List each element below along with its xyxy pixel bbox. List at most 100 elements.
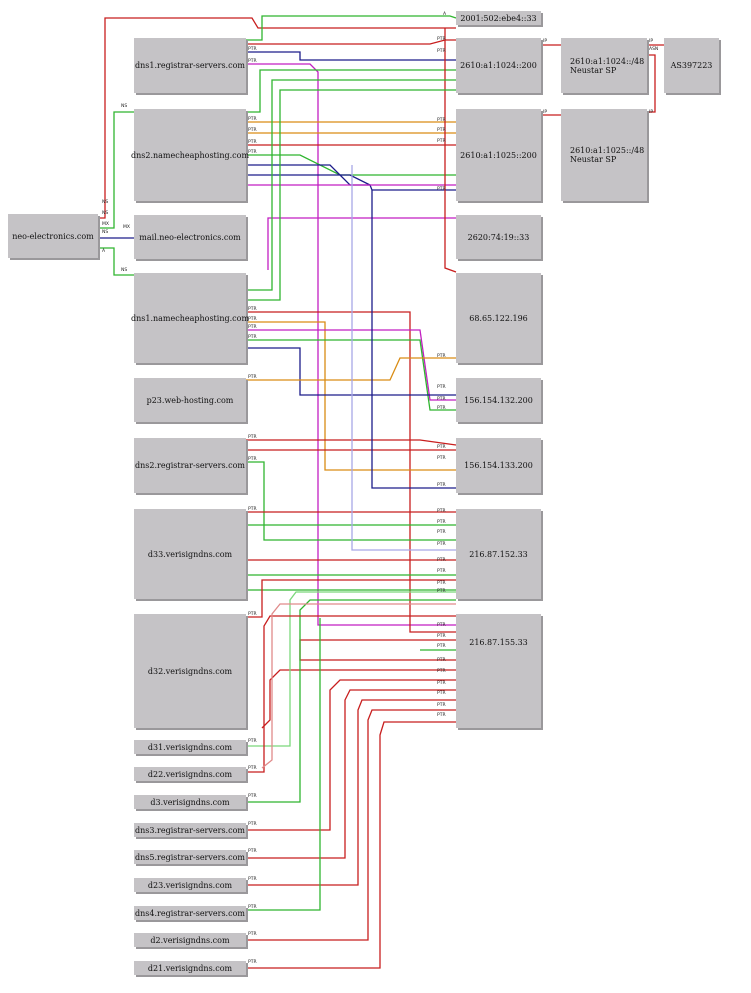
edge-label-ptr: PTR <box>437 702 446 708</box>
edge-label-ptr: PTR <box>437 680 446 686</box>
ns-node-label: dns5.registrar-servers.com <box>135 852 245 862</box>
edge-a-record <box>246 174 371 186</box>
ip-node-ipv4-156-132[interactable]: 156.154.132.200 <box>456 378 541 422</box>
edge-label-ptr: PTR <box>248 149 257 155</box>
ip-node-label: 2001:502:ebe4::33 <box>460 13 537 23</box>
edge-a-record <box>351 165 456 551</box>
edge-label-ptr: PTR <box>248 306 257 312</box>
edge-domain-ns-dns2 <box>98 111 134 229</box>
edge-ptr <box>246 321 456 471</box>
edge-label-ptr: PTR <box>437 455 446 461</box>
edge-label-ip: IP <box>543 110 548 115</box>
edge-ptr <box>246 721 456 969</box>
edge-ptr <box>246 579 456 618</box>
ns-node-dns5-registrar[interactable]: dns5.registrar-servers.com <box>134 850 246 864</box>
ip-node-label: 2610:a1:1024::200 <box>460 61 537 70</box>
edge-a-record <box>246 339 456 411</box>
ns-node-label: d33.verisigndns.com <box>147 549 233 559</box>
prefix-node-label: 2610:a1:1024::/48 <box>570 56 645 66</box>
edge-label-ptr: PTR <box>248 116 257 122</box>
prefix-node-1024[interactable]: 2610:a1:1024::/48 Neustar SP <box>561 38 647 93</box>
edge-ptr <box>246 709 456 941</box>
edge-label-ptr: PTR <box>248 738 257 744</box>
domain-node[interactable]: neo-electronics.com <box>8 214 98 258</box>
edge-label-ptr: PTR <box>248 316 257 322</box>
prefix-node-org: Neustar SP <box>570 65 617 75</box>
ns-node-label: dns1.namecheaphosting.com <box>130 313 250 323</box>
asn-node-label: AS397223 <box>670 61 713 70</box>
ns-node-label: d2.verisigndns.com <box>150 935 230 945</box>
ns-node-d3[interactable]: d3.verisigndns.com <box>134 795 246 809</box>
edge-label-ptr: PTR <box>437 580 446 586</box>
ns-node-dns1-namecheap[interactable]: dns1.namecheaphosting.com <box>130 273 250 363</box>
ns-node-label: d32.verisigndns.com <box>147 666 233 676</box>
edge-label-ptr: PTR <box>437 529 446 535</box>
edge-label-ptr: PTR <box>248 58 257 64</box>
edge-label-ptr: PTR <box>437 117 446 123</box>
prefix-node-1025[interactable]: 2610:a1:1025::/48 Neustar SP <box>561 109 647 201</box>
edge-label-ip: IP <box>649 39 654 44</box>
ns-node-dns2-namecheap[interactable]: dns2.namecheaphosting.com <box>131 109 249 201</box>
ip-node-label: 216.87.152.33 <box>469 549 528 559</box>
edge-label-ptr: PTR <box>248 456 257 462</box>
ns-node-dns4-registrar[interactable]: dns4.registrar-servers.com <box>134 906 246 920</box>
edge-label-ptr: PTR <box>437 186 446 192</box>
ip-node-ipv4-216-152[interactable]: 216.87.152.33 <box>456 509 541 599</box>
ns-node-dns1-registrar[interactable]: dns1.registrar-servers.com <box>134 38 246 93</box>
edge-label-ptr: PTR <box>248 821 257 827</box>
ip-node-ipv6-1024[interactable]: 2610:a1:1024::200 <box>456 38 541 93</box>
edge-label-ptr: PTR <box>437 557 446 563</box>
edge-a-record <box>371 190 456 489</box>
host-node-label: p23.web-hosting.com <box>146 395 234 405</box>
ip-node-ipv4-216-155[interactable]: 216.87.155.33 <box>456 614 541 728</box>
ns-node-label: dns3.registrar-servers.com <box>135 825 245 835</box>
prefix-node-label: 2610:a1:1025::/48 <box>570 146 645 155</box>
host-node-p23[interactable]: p23.web-hosting.com <box>134 378 246 422</box>
edge-a-record <box>246 347 456 396</box>
edge-label-ptr: PTR <box>248 324 257 330</box>
ns-node-d23[interactable]: d23.verisigndns.com <box>134 878 246 892</box>
edge-label-ptr: PTR <box>248 793 257 799</box>
mx-node-mail[interactable]: mail.neo-electronics.com <box>134 215 246 259</box>
ns-node-d33[interactable]: d33.verisigndns.com <box>134 509 246 599</box>
ip-node-ipv6-ebe4[interactable]: 2001:502:ebe4::33 <box>456 11 541 25</box>
edge-label-ns: NS <box>121 268 128 273</box>
ip-node-ipv6-2620[interactable]: 2620:74:19::33 <box>456 215 541 259</box>
edge-label-ptr: PTR <box>248 434 257 440</box>
ns-node-d2[interactable]: d2.verisigndns.com <box>134 933 246 947</box>
ns-node-label: d22.verisigndns.com <box>147 769 233 779</box>
edge-label-ptr: PTR <box>248 931 257 937</box>
edge-label-ptr: PTR <box>437 405 446 411</box>
edge-label-ptr: PTR <box>437 138 446 144</box>
edge-label-ns: NS <box>102 211 109 216</box>
ns-node-d21[interactable]: d21.verisigndns.com <box>134 961 246 975</box>
edge-label-ptr: PTR <box>437 633 446 639</box>
edge-ptr <box>246 599 456 803</box>
ip-node-ipv4-68[interactable]: 68.65.122.196 <box>456 273 541 363</box>
ip-node-ipv4-156-133[interactable]: 156.154.133.200 <box>456 438 541 493</box>
edge-label-ptr: PTR <box>437 127 446 133</box>
asn-node[interactable]: AS397223 <box>664 38 719 93</box>
ip-node-ipv6-1025[interactable]: 2610:a1:1025::200 <box>456 109 541 201</box>
edge-label-asn: ASN <box>649 47 659 52</box>
edge-ptr <box>246 699 456 886</box>
edge-label-ptr: PTR <box>437 657 446 663</box>
edge-label-ptr: PTR <box>437 588 446 594</box>
edge-label-ptr: PTR <box>437 482 446 488</box>
ns-node-label: d21.verisigndns.com <box>147 963 233 973</box>
edge-ip <box>647 54 656 113</box>
edge-ptr <box>246 51 456 61</box>
edge-label-ptr: PTR <box>437 541 446 547</box>
edge-label-ptr: PTR <box>248 46 257 52</box>
edge-label-ptr: PTR <box>437 48 446 54</box>
edge-label-mx: MX <box>123 225 130 230</box>
ns-node-dns3-registrar[interactable]: dns3.registrar-servers.com <box>134 823 246 837</box>
ns-node-d22[interactable]: d22.verisigndns.com <box>134 767 246 781</box>
edge-label-ptr: PTR <box>437 384 446 390</box>
ns-node-d32[interactable]: d32.verisigndns.com <box>134 614 246 728</box>
ns-node-dns2-registrar[interactable]: dns2.registrar-servers.com <box>134 438 246 493</box>
edge-domain-ns-dns1 <box>98 247 134 276</box>
edge-a-record <box>444 28 457 273</box>
ns-node-d31[interactable]: d31.verisigndns.com <box>134 740 246 754</box>
edge-ptr <box>246 618 321 911</box>
